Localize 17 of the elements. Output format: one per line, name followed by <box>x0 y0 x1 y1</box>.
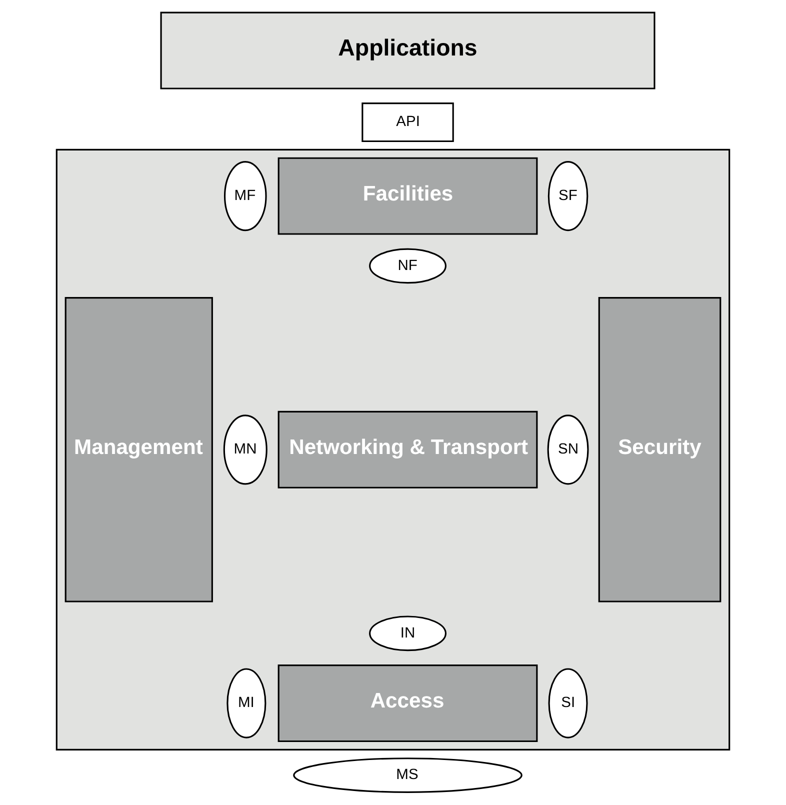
node-box: Access <box>278 664 538 742</box>
node-box: Applications <box>160 12 656 90</box>
node-box: Facilities <box>278 157 538 235</box>
node-ellipse: MF <box>224 161 267 232</box>
node-box: Networking & Transport <box>278 410 538 488</box>
node-ellipse: SN <box>547 414 589 485</box>
node-ellipse: NF <box>369 248 447 284</box>
node-ellipse: SI <box>548 668 588 738</box>
node-box: API <box>362 102 454 142</box>
cluster <box>56 148 730 750</box>
node-ellipse: MI <box>226 668 266 738</box>
node-ellipse: MN <box>223 414 268 485</box>
node-ellipse: IN <box>369 616 447 652</box>
node-box: Security <box>598 297 722 602</box>
node-box: Management <box>64 297 213 602</box>
node-ellipse: MS <box>293 758 522 793</box>
node-ellipse: SF <box>548 161 588 232</box>
